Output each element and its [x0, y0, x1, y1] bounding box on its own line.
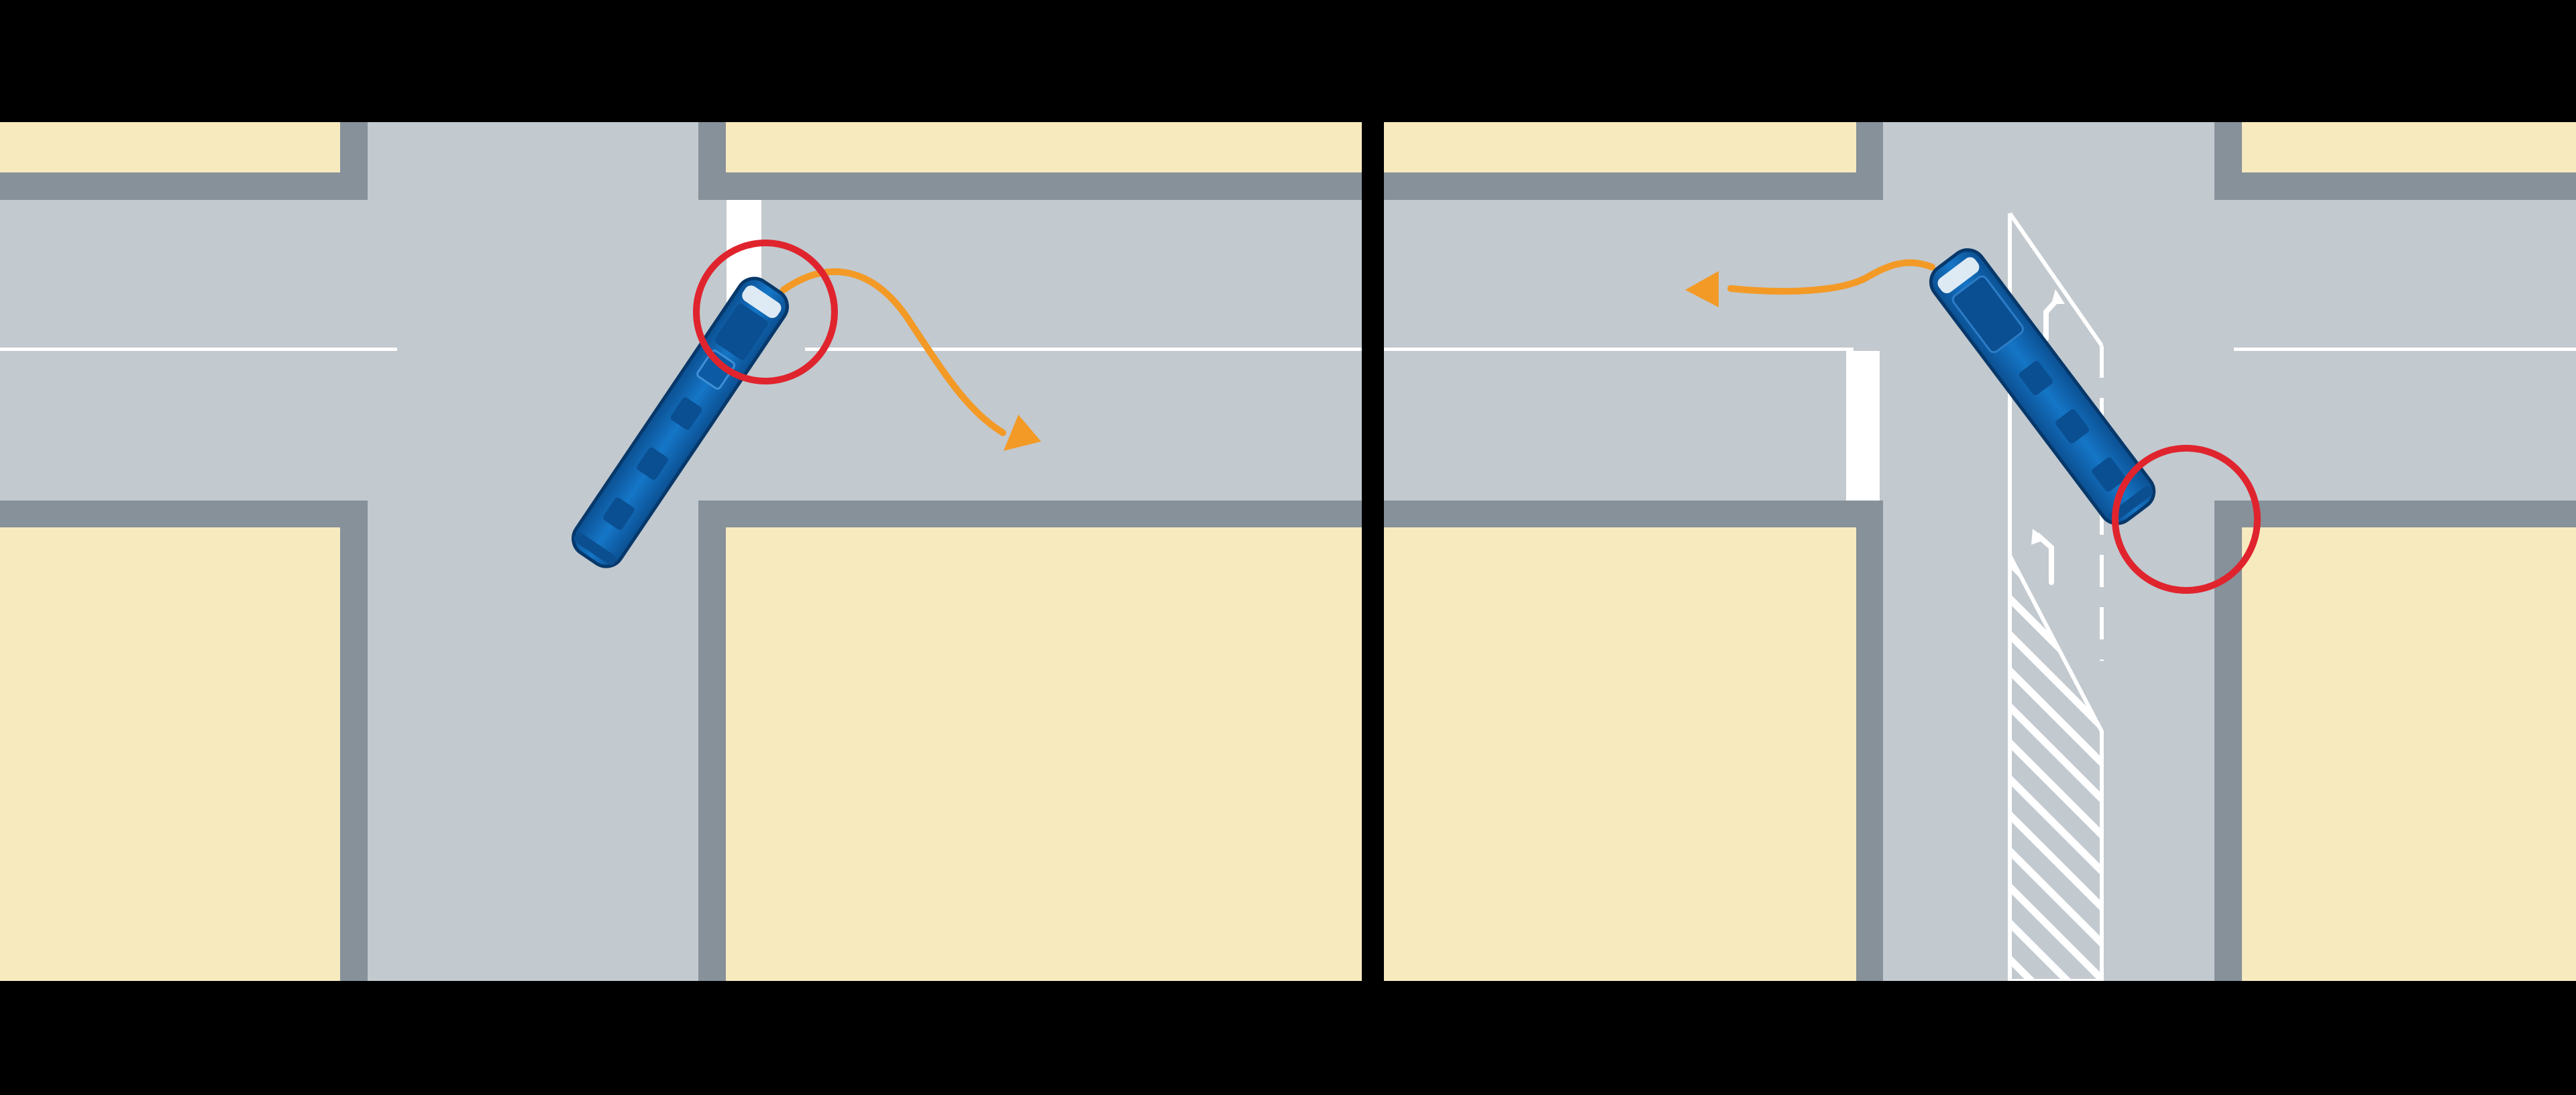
- vertical-road: [368, 122, 698, 981]
- bus-top-view-icon: [572, 276, 790, 568]
- center-line: [1384, 348, 1854, 351]
- city-block: [1384, 122, 1856, 172]
- hatched-zebra-zone: [2008, 554, 2104, 981]
- lane-divider: [2008, 212, 2104, 347]
- city-block: [2242, 527, 2576, 981]
- arrow-head: [1004, 415, 1041, 451]
- city-block: [726, 527, 1362, 981]
- city-block: [1384, 527, 1856, 981]
- center-line: [0, 348, 397, 351]
- stop-line: [1846, 351, 1880, 501]
- warning-circle: [693, 240, 838, 384]
- city-block: [0, 527, 340, 981]
- turn-path-arrow: [1727, 259, 1935, 295]
- city-block: [2242, 122, 2576, 172]
- warning-circle: [2112, 445, 2261, 594]
- city-block: [0, 122, 340, 172]
- city-block: [726, 122, 1362, 172]
- center-line: [805, 348, 1362, 351]
- bus-top-view-icon: [1929, 248, 2156, 525]
- left-panel: [0, 122, 1362, 981]
- right-panel: [1384, 122, 2576, 981]
- lane-arrow-icon: [2043, 289, 2065, 342]
- center-line: [2234, 348, 2576, 351]
- lane-arrow-icon: [2031, 529, 2054, 585]
- arrow-head: [1685, 271, 1719, 307]
